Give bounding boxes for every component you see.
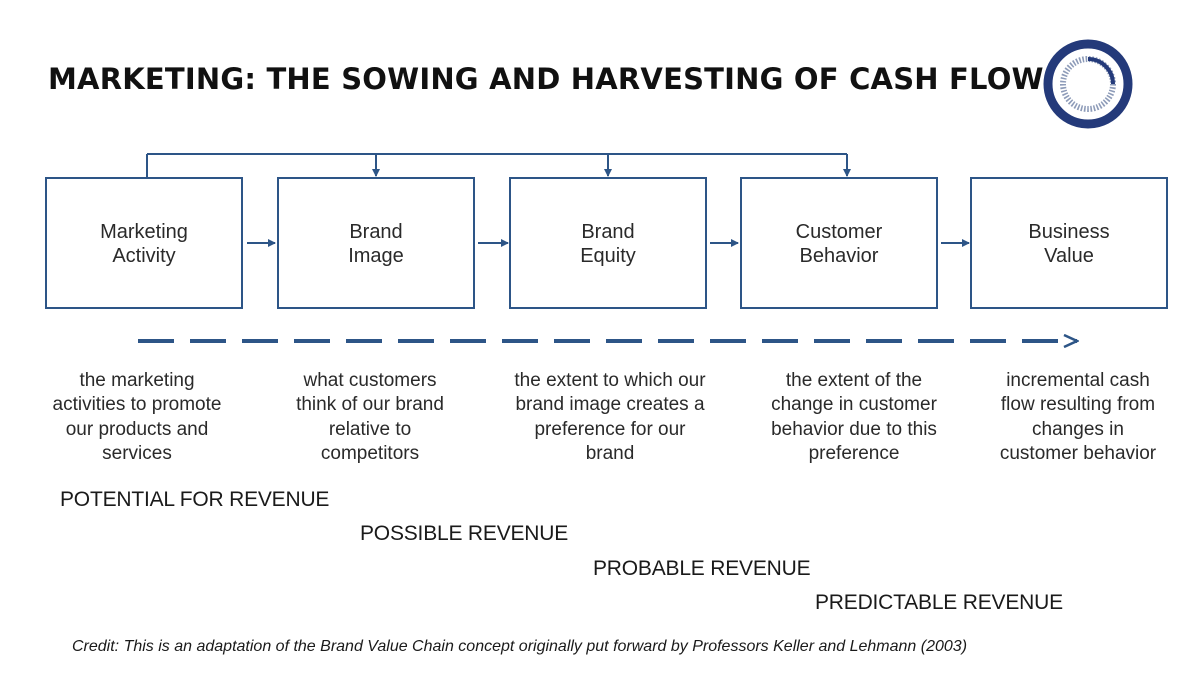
description-marketing-activity: the marketing activities to promote our … [52,370,222,464]
description-brand-equity: the extent to which our brand image crea… [514,370,706,464]
credit-note: Credit: This is an adaptation of the Bra… [72,638,968,655]
page-title: MARKETING: THE SOWING AND HARVESTING OF … [48,62,1044,96]
revenue-stage-potential: POTENTIAL FOR REVENUE [60,488,330,511]
chain-box-brand-image: Brand Image [277,177,475,309]
feedback-loop [146,153,851,177]
chain-box-label: Business Value [1028,221,1110,267]
chain-box-label: Customer Behavior [795,221,883,267]
chain-box-brand-equity: Brand Equity [509,177,707,309]
chain-box-label: Brand Equity [580,221,636,267]
chain-box-customer-behavior: Customer Behavior [740,177,938,309]
chain-box-business-value: Business Value [970,177,1168,309]
chain-box-label: Marketing Activity [100,221,188,267]
description-brand-image: what customers think of our brand relati… [296,370,444,464]
revenue-stage-predictable: PREDICTABLE REVENUE [815,591,1063,614]
description-customer-behavior: the extent of the change in customer beh… [771,370,937,464]
chain-box-marketing-activity: Marketing Activity [45,177,243,309]
ring-logo-icon [1043,39,1133,129]
chain-box-label: Brand Image [348,221,404,267]
description-business-value: incremental cash flow resulting from cha… [999,370,1157,464]
revenue-stage-possible: POSSIBLE REVENUE [360,522,569,545]
revenue-stage-probable: PROBABLE REVENUE [593,557,811,580]
